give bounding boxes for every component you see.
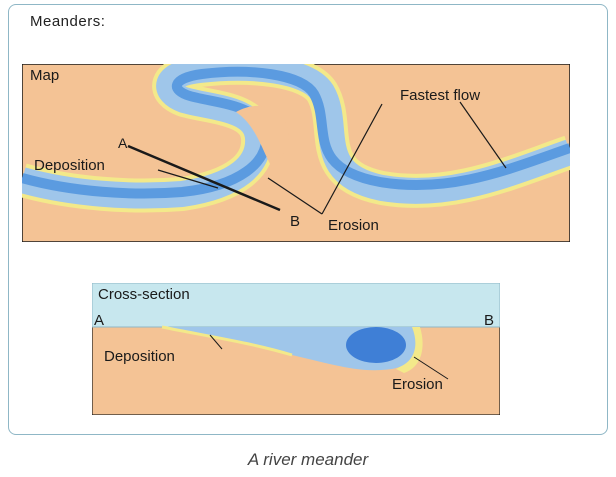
cross-erosion-label: Erosion <box>392 376 443 393</box>
map-panel: Map Fastest flow A Deposition B Erosion <box>22 64 570 242</box>
figure-title: Meanders: <box>30 13 106 30</box>
section-line-ab <box>127 144 281 212</box>
meander-inner-land <box>236 105 289 164</box>
erosion-label: Erosion <box>328 217 379 234</box>
cross-sand <box>396 327 423 373</box>
map-label: Map <box>30 67 59 84</box>
cross-deep-water <box>346 327 406 363</box>
fastest-flow-label: Fastest flow <box>400 87 480 104</box>
map-land <box>22 64 570 242</box>
deposition-label: Deposition <box>34 157 105 174</box>
erosion-leader-1 <box>267 177 323 215</box>
cross-deposition-leader <box>209 334 223 350</box>
cross-deposition-label: Deposition <box>104 348 175 365</box>
river-fastest-flow <box>22 66 570 199</box>
cross-deposition-edge <box>161 325 293 357</box>
figure-caption: A river meander <box>247 450 369 469</box>
cross-section-panel: Cross-section A B Deposition Erosion <box>92 283 500 415</box>
cross-section-label: Cross-section <box>98 286 190 303</box>
point-a-label: A <box>118 135 128 151</box>
cross-marker-a: A <box>94 312 104 329</box>
cross-marker-b: B <box>484 312 494 329</box>
fastest-flow-leader <box>459 101 507 169</box>
deposition-leader <box>157 169 219 189</box>
cross-erosion-leader <box>413 356 449 380</box>
point-b-label: B <box>290 213 300 230</box>
erosion-leader-2 <box>321 103 383 215</box>
